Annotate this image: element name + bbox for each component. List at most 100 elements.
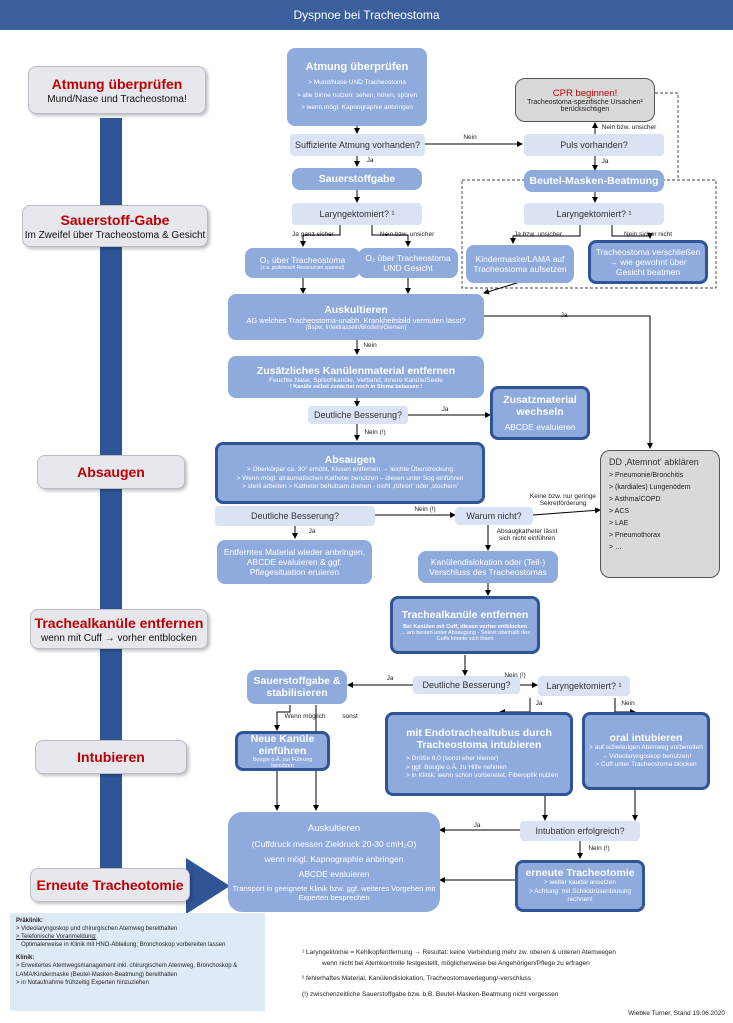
question-besserung-2: Deutliche Besserung? xyxy=(215,506,375,526)
stage-subtitle: Mund/Nase und Tracheostoma! xyxy=(47,93,187,105)
box-line: > Achtung: mit Schilddrüsenblutung rechn… xyxy=(528,887,632,904)
footnote-2: ² fehlerhaftes Material, Kanülendislokat… xyxy=(302,975,532,982)
box-zusatzmaterial-wechseln: Zusatzmaterial wechseln ABCDE evaluieren xyxy=(490,386,590,440)
box-line: Feuchte Nase, Sprechkanüle, Verband, inn… xyxy=(269,376,443,384)
box-o2-tracheostoma-gesicht: O₂ über Tracheostoma UND Gesicht xyxy=(358,248,458,278)
stage-title: Intubieren xyxy=(77,749,145,765)
question-suffiziente-atmung: Suffiziente Atmung vorhanden? xyxy=(290,134,425,156)
edge-label: Nein xyxy=(463,134,477,141)
box-line: > steril arbeiten > Katheter behutsam dr… xyxy=(241,483,459,491)
box-sauerstoffgabe: Sauerstoffgabe xyxy=(292,168,422,190)
box-o2-tracheostoma: O₂ über Tracheostoma (z.a. präklinisch R… xyxy=(245,248,360,278)
box-neue-kanuele: Neue Kanüle einführen Bougie o.Ä. zur Fü… xyxy=(235,731,330,771)
edge-label: Ja xyxy=(560,312,568,319)
box-beutel-masken-beatmung: Beutel-Masken-Beatmung xyxy=(524,170,664,192)
question-laryngektomiert-1: Laryngektomiert? ¹ xyxy=(292,203,422,225)
box-title: Neue Kanüle einführen xyxy=(250,733,315,757)
box-auskultieren-1: Auskultieren AG welches Tracheostoma-una… xyxy=(228,294,484,340)
box-material-wieder-anbringen: Entferntes Material wieder anbringen, AB… xyxy=(217,540,372,584)
box-line: Bei Kanülen mit Cuff, diesen vorher entb… xyxy=(403,623,527,630)
question-intubation-erfolgreich: Intubation erfolgreich? xyxy=(520,821,640,841)
stage-title: Absaugen xyxy=(77,464,145,480)
dd-item: > (kardiales) Lungenödem xyxy=(609,484,691,491)
edge-label: Ja xyxy=(601,158,609,165)
edge-label: Ja xyxy=(386,675,394,682)
box-title: O₂ über Tracheostoma xyxy=(365,253,451,263)
edge-label: Nein sicher nicht xyxy=(623,231,673,238)
edge-label: Nein xyxy=(621,700,635,707)
box-atmung-ueberpruefen: Atmung überprüfen > Mund/Nase UND Trache… xyxy=(287,48,427,126)
box-line: (Cuffdruck messen Zieldruck 20-30 cmH₂O) xyxy=(251,838,417,849)
box-line: Bougie o.Ä. zur Führung benutzen xyxy=(252,757,313,769)
dd-item: > … xyxy=(609,544,623,551)
edge-label: Ja bzw. unsicher xyxy=(513,231,563,238)
box-line: > in Klinik: wenn schon vorbereitet, Fib… xyxy=(406,772,559,780)
box-sauerstoffgabe-stabilisieren: Sauerstoffgabe & stabilisieren xyxy=(247,670,347,704)
box-title: CPR beginnen! xyxy=(552,87,618,99)
box-line: ABCDE evaluieren xyxy=(298,868,370,879)
page-title: Dyspnoe bei Tracheostoma xyxy=(0,0,733,30)
edge-label: sonst xyxy=(342,713,358,720)
edge-label: Nein (!) xyxy=(364,429,386,436)
box-title: Trachealkanüle entfernen xyxy=(401,608,529,621)
box-title: Zusätzliches Kanülenmaterial entfernen xyxy=(256,364,456,377)
box-title: Auskultieren xyxy=(324,303,388,316)
box-title: erneute Tracheotomie xyxy=(525,866,635,879)
footnote-3: (!) zwischenzeitliche Sauerstoffgabe bzw… xyxy=(302,991,559,998)
box-line: wenn mögl. Kapnographie anbringen xyxy=(264,853,404,864)
box-line: → am besten unter Absaugung - Sekret obe… xyxy=(400,629,530,642)
box-trachealkanuele-entfernen: Trachealkanüle entfernen Bei Kanülen mit… xyxy=(390,596,540,654)
box-line: ABCDE evaluieren xyxy=(504,422,576,432)
box-tracheostoma-verschliessen: Tracheostoma verschließen → wie gewohnt … xyxy=(588,240,708,284)
notes-box: Präklinik: > Videolaryngoskop und chirur… xyxy=(10,913,265,1011)
stage-erneute-tracheotomie: Erneute Tracheotomie xyxy=(30,868,190,902)
box-line: > auf schwierigen Atemweg vorbereiten xyxy=(589,743,703,751)
edge-label: Ja xyxy=(441,406,449,413)
stage-title: Erneute Tracheotomie xyxy=(36,877,184,893)
edge-label: Nein bzw. unsicher xyxy=(601,124,657,131)
box-dd-atemnot: DD ‚Atemnot' abklären > Pneumonie/Bronch… xyxy=(600,450,720,578)
edge-label: Ja xyxy=(366,157,374,164)
question-besserung-1: Deutliche Besserung? xyxy=(308,406,408,424)
box-line: AG welches Tracheostoma-unabh. Krankheit… xyxy=(246,315,466,325)
stage-title: Atmung überprüfen xyxy=(51,75,183,92)
notes-heading: Klinik: xyxy=(16,955,35,962)
stage-title: Trachealkanüle entfernen xyxy=(34,614,204,631)
stage-title: Sauerstoff-Gabe xyxy=(60,211,170,228)
box-note: (z.a. präklinisch Ressourcen sparend) xyxy=(260,265,345,271)
box-title: mit Endotrachealtubus durch Tracheostoma… xyxy=(406,726,552,751)
box-line: > Mund/Nase UND Tracheostoma xyxy=(308,78,406,86)
edge-label: Ja ganz sicher xyxy=(292,231,334,238)
box-auskultieren-2: Auskultieren (Cuffdruck messen Zieldruck… xyxy=(228,812,440,912)
box-title: Sauerstoffgabe xyxy=(318,173,396,185)
edge-label: Absaugkatheter lässt sich nicht einführe… xyxy=(496,528,558,542)
box-line: Tracheostoma-spezifische Ursachen² berüc… xyxy=(527,98,643,113)
box-line: > weiter kaudal ansetzen xyxy=(543,878,617,886)
notes-line: > Erweitertes Atemwegsmanagement inkl. c… xyxy=(16,963,238,978)
box-erneute-tracheotomie: erneute Tracheotomie > weiter kaudal ans… xyxy=(515,860,645,912)
box-line: > Wenn mögl. atraumatischen Katheter ben… xyxy=(236,474,464,482)
box-kindermaske: Kindermaske/LAMA auf Tracheostoma aufset… xyxy=(466,245,574,283)
box-line: Transport in geeignete Klinik bzw. ggf. … xyxy=(232,883,436,902)
author-credit: Wiebke Turner, Stand 19.06.2020 xyxy=(628,1010,725,1017)
box-title: Sauerstoffgabe & stabilisieren xyxy=(253,675,341,699)
edge-label: Nein (!) xyxy=(414,506,436,513)
question-laryngektomiert-3: Laryngektomiert? ¹ xyxy=(538,676,630,696)
edge-label: Keine bzw. nur geringe Sekretförderung xyxy=(529,493,597,507)
timeline-arrowhead xyxy=(186,858,230,914)
footnote-1: ¹ Laryngektomie = Kehlkopfentfernung → R… xyxy=(302,949,616,956)
box-absaugen: Absaugen > Oberkörper ca. 30° erhöht, Ki… xyxy=(215,442,485,504)
question-puls: Puls vorhanden? xyxy=(524,134,664,156)
notes-line: > in Notaufnahme frühzeitig Experten hin… xyxy=(16,979,149,986)
stage-subtitle: Im Zweifel über Tracheostoma & Gesicht xyxy=(24,229,206,241)
box-line: ! Kanüle selbst zunächst noch in Stoma b… xyxy=(289,383,423,390)
edge-label: Nein (!) xyxy=(588,845,610,852)
box-line: > wenn mögl. Kapnographie anbringen xyxy=(301,104,413,112)
stage-subtitle: wenn mit Cuff → vorher entblocken xyxy=(40,632,197,644)
stage-intubieren: Intubieren xyxy=(35,740,187,774)
box-line: > Cuff unter Tracheostoma blocken xyxy=(595,761,697,769)
box-title: O₂ über Tracheostoma xyxy=(259,255,346,265)
box-kanuelendislokation: Kanülendislokation oder (Teil-) Verschlu… xyxy=(418,551,558,583)
box-zusaetzliches-material-entfernen: Zusätzliches Kanülenmaterial entfernen F… xyxy=(228,356,484,398)
box-endotrachealtubus: mit Endotrachealtubus durch Tracheostoma… xyxy=(385,712,573,796)
